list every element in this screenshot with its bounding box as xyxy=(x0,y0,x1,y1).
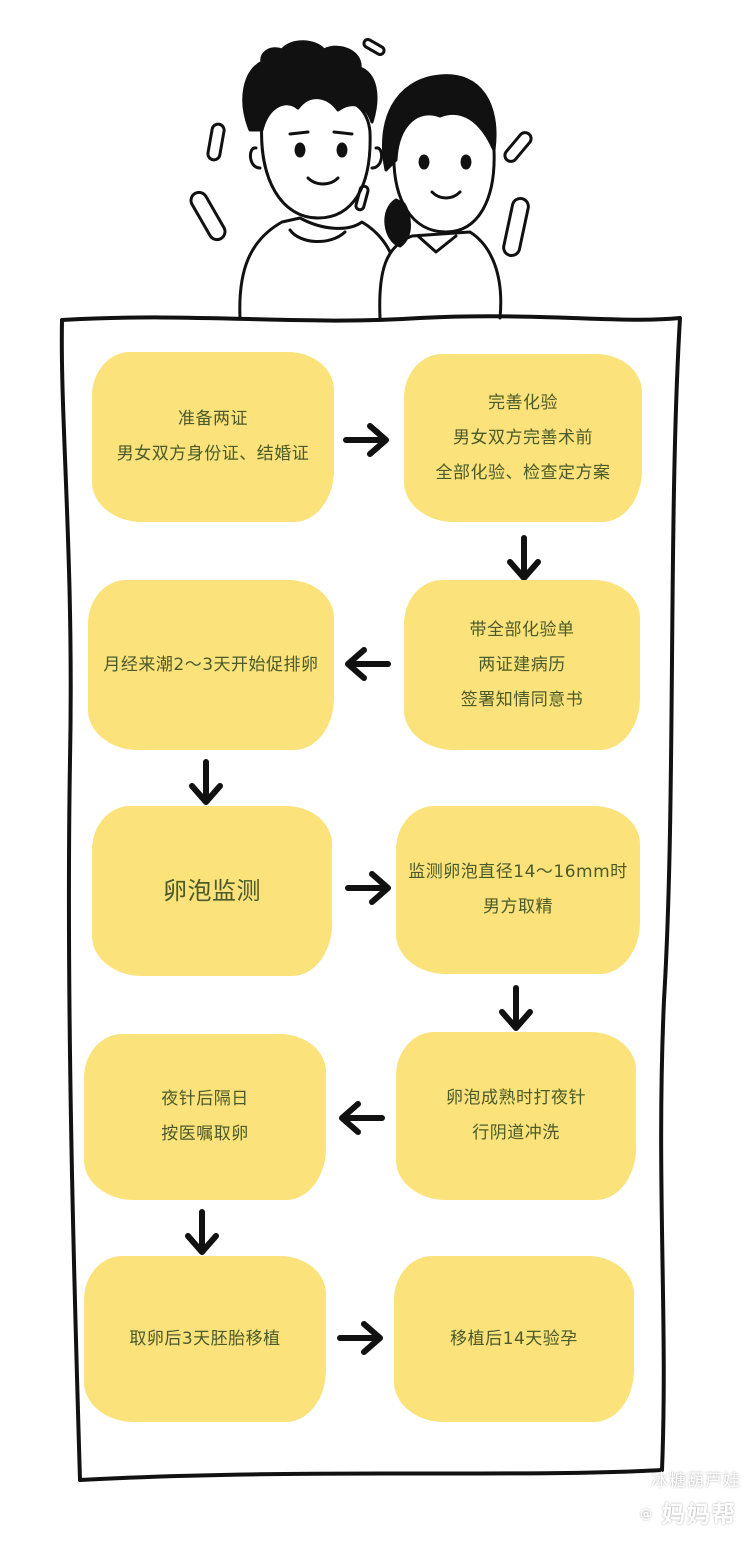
arrow-step5-to-step6 xyxy=(348,874,388,902)
step-box-6: 监测卵泡直径14～16mm时 男方取精 xyxy=(396,806,640,974)
step-box-7: 卵泡成熟时打夜针 行阴道冲洗 xyxy=(396,1032,636,1200)
arrow-step8-to-step9 xyxy=(188,1212,216,1252)
step-3-line-2: 两证建病历 xyxy=(478,654,566,675)
step-10-line-1: 移植后14天验孕 xyxy=(450,1328,578,1349)
step-8-line-1: 夜针后隔日 xyxy=(161,1089,249,1109)
step-box-3: 带全部化验单 两证建病历 签署知情同意书 xyxy=(404,580,640,750)
watermark-brand-text: 妈妈帮 xyxy=(662,1502,737,1528)
step-box-8: 夜针后隔日 按医嘱取卵 xyxy=(84,1034,326,1200)
step-9-line-1: 取卵后3天胚胎移植 xyxy=(129,1328,281,1349)
step-2-line-3: 全部化验、检查定方案 xyxy=(435,462,611,483)
watermark-brand: @ 妈妈帮 xyxy=(636,1495,737,1529)
arrow-step4-to-step5 xyxy=(192,762,220,802)
watermark-author: 冰糖葫芦娃 xyxy=(651,1471,741,1491)
arrow-step2-to-step3 xyxy=(510,538,538,578)
step-box-1: 准备两证 男女双方身份证、结婚证 xyxy=(92,352,334,522)
step-box-2: 完善化验 男女双方完善术前 全部化验、检查定方案 xyxy=(404,354,642,522)
at-icon: @ xyxy=(636,1501,658,1523)
arrow-step3-to-step4 xyxy=(348,650,388,678)
step-box-9: 取卵后3天胚胎移植 xyxy=(84,1256,326,1422)
step-4-line-1: 月经来潮2～3天开始促排卵 xyxy=(103,654,319,675)
step-1-line-2: 男女双方身份证、结婚证 xyxy=(116,444,310,464)
step-3-line-1: 带全部化验单 xyxy=(469,619,575,640)
couple-illustration xyxy=(189,38,533,320)
step-7-line-1: 卵泡成熟时打夜针 xyxy=(446,1088,586,1108)
step-6-line-1: 监测卵泡直径14～16mm时 xyxy=(408,862,628,882)
arrow-step6-to-step7 xyxy=(502,988,530,1028)
step-6-line-2: 男方取精 xyxy=(483,897,553,917)
arrow-step1-to-step2 xyxy=(346,426,386,454)
step-box-4: 月经来潮2～3天开始促排卵 xyxy=(88,580,334,750)
step-box-5: 卵泡监测 xyxy=(92,806,332,976)
step-5-line-1: 卵泡监测 xyxy=(163,876,261,905)
step-1-line-1: 准备两证 xyxy=(178,409,248,429)
step-8-line-2: 按医嘱取卵 xyxy=(161,1124,249,1144)
arrow-step9-to-step10 xyxy=(340,1324,380,1352)
step-2-line-2: 男女双方完善术前 xyxy=(453,427,593,448)
step-box-10: 移植后14天验孕 xyxy=(394,1256,634,1422)
step-7-line-2: 行阴道冲洗 xyxy=(472,1123,560,1143)
step-3-line-3: 签署知情同意书 xyxy=(460,689,584,710)
step-2-line-1: 完善化验 xyxy=(488,392,558,413)
arrow-step7-to-step8 xyxy=(342,1104,382,1132)
